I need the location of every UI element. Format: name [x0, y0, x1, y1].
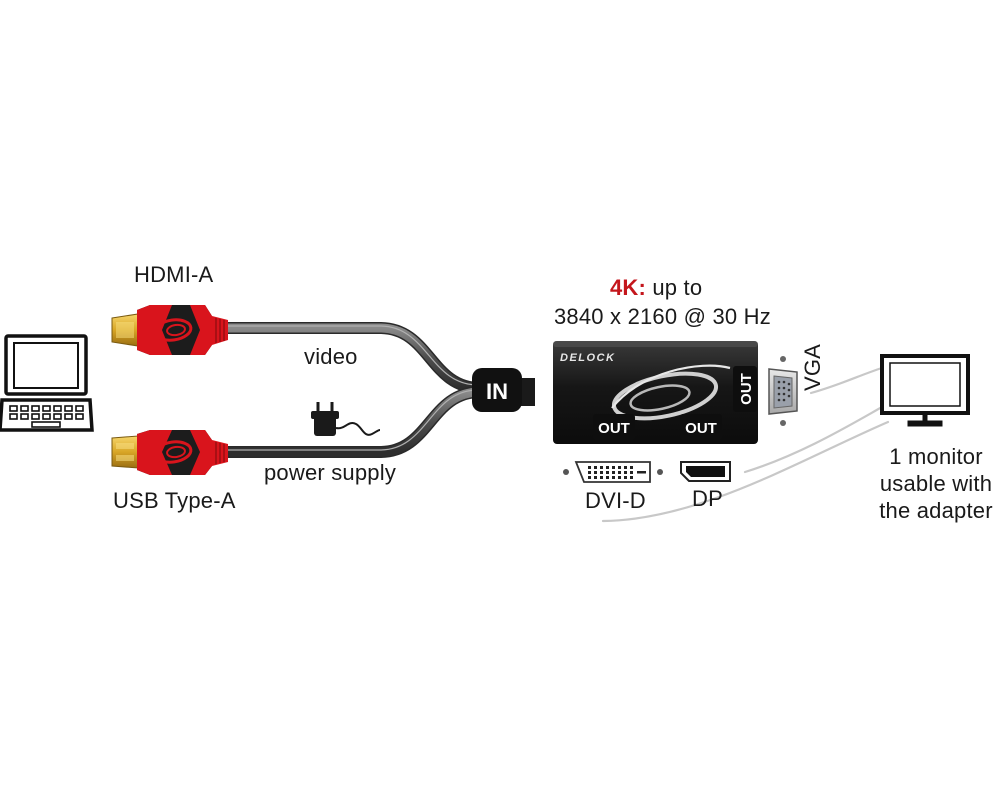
brand-logo-text: DELOCK: [560, 352, 615, 364]
dvi-label: DVI-D: [585, 488, 646, 513]
resolution-spec: 4K: up to: [610, 277, 702, 299]
monitor-icon: [880, 354, 970, 427]
in-label: IN: [486, 379, 508, 404]
vga-connector-icon: [768, 356, 798, 426]
power-plug-icon: [311, 402, 381, 436]
y-cable: [219, 322, 535, 458]
monitor-caption: 1 monitor usable with the adapter: [872, 443, 1000, 524]
adapter-body: DELOCK OUT OUT OUT: [553, 341, 758, 444]
vga-label: VGA: [800, 343, 825, 391]
spec-4k-label: 4K:: [610, 275, 647, 300]
displayport-connector-icon: [680, 461, 731, 482]
usb-plug-icon: [111, 430, 228, 475]
laptop-icon: [0, 334, 94, 432]
hdmi-plug-icon: [111, 305, 228, 355]
delock-swirl-logo: [611, 364, 731, 421]
monitor-caption-line1: 1 monitor: [889, 444, 983, 469]
monitor-caption-line3: the adapter: [879, 498, 993, 523]
video-label: video: [304, 344, 358, 369]
out-vga-label: OUT: [738, 373, 755, 405]
power-supply-label: power supply: [264, 460, 397, 485]
hdmi-label: HDMI-A: [134, 262, 214, 287]
dvi-connector-icon: [563, 461, 663, 483]
monitor-caption-line2: usable with: [879, 471, 993, 496]
dp-label: DP: [692, 486, 723, 511]
out-dvi-label: OUT: [598, 420, 630, 437]
in-port-badge: IN: [472, 368, 522, 412]
usb-label: USB Type-A: [113, 488, 236, 513]
spec-resolution-label: 3840 x 2160 @ 30 Hz: [554, 304, 771, 329]
out-dp-label: OUT: [685, 420, 717, 437]
port-to-monitor-lines: [601, 366, 890, 523]
spec-upto-label: up to: [652, 275, 703, 300]
